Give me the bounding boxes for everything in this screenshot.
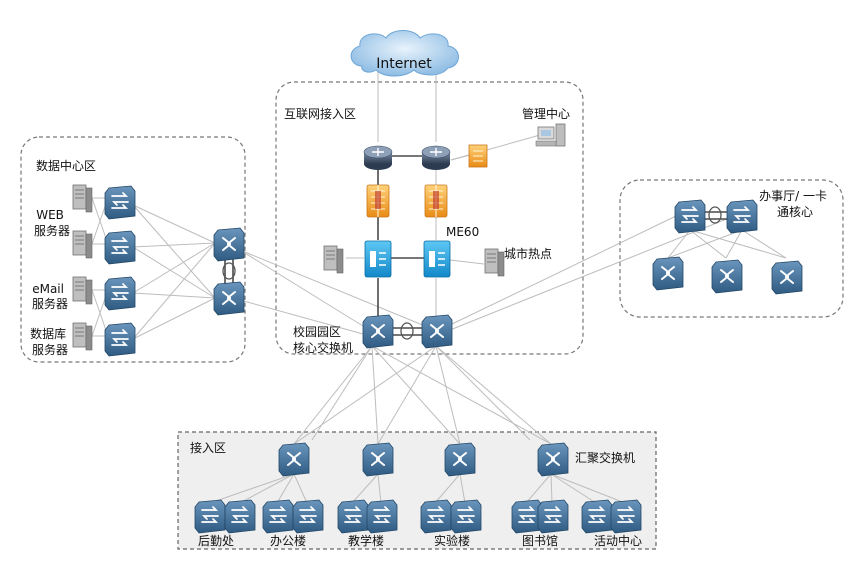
me60-icon [423, 240, 451, 278]
building-label: 办公楼 [270, 533, 306, 548]
city-hotspot-server-icon [484, 248, 505, 277]
access-switch-icon [224, 499, 256, 534]
building-label: 后勤处 [198, 534, 234, 548]
server-access-switch-icon [104, 230, 136, 265]
aggregation-switch-icon [444, 442, 476, 477]
aggregation-switch-icon [278, 442, 310, 477]
web-server-icon [72, 184, 93, 213]
log-server-icon [468, 144, 488, 168]
access-switch-icon [511, 499, 543, 534]
me60-icon [364, 240, 392, 278]
egress-router-icon [363, 145, 393, 171]
auth-server-icon [323, 245, 344, 274]
internet-access-zone [275, 81, 584, 355]
egress-router-icon [421, 145, 451, 171]
server-access-switch-icon [104, 276, 136, 311]
admin-access-switch-icon [711, 259, 743, 294]
access-zone-label: 接入区 [190, 440, 226, 455]
management-pc-icon [535, 123, 566, 147]
datacenter-core-switch-icon [213, 227, 245, 262]
aggregation-switch-icon [362, 442, 394, 477]
building-label: 实验楼 [434, 533, 470, 548]
email-server-label: eMail 服务器 [32, 282, 68, 311]
stack-link-icon [708, 206, 722, 224]
db-server-icon [72, 322, 93, 351]
aggregation-switch-icon [537, 442, 569, 477]
building-label: 图书馆 [522, 533, 558, 548]
core-switch-label: 校园园区 核心交换机 [293, 324, 353, 355]
core-switch-icon [362, 314, 394, 349]
server-access-switch-icon [104, 185, 136, 220]
firewall-icon [366, 184, 390, 218]
internet-label: Internet [376, 56, 432, 72]
aggregation-switch-label: 汇聚交换机 [575, 450, 635, 465]
connection-lines [91, 60, 787, 504]
access-switch-icon [262, 499, 294, 534]
admin-core-switch-icon [674, 199, 706, 234]
datacenter-core-switch-icon [213, 281, 245, 316]
access-switch-icon [537, 499, 569, 534]
admin-access-switch-icon [652, 256, 684, 291]
access-switch-icon [337, 499, 369, 534]
me60-label: ME60 [446, 225, 479, 239]
admin-hall-zone [619, 179, 844, 318]
core-switch-icon [421, 314, 453, 349]
access-switch-icon [450, 499, 482, 534]
firewall-icon [424, 184, 448, 218]
server-access-switch-icon [104, 322, 136, 357]
web-server-icon [72, 230, 93, 259]
access-switch-icon [194, 499, 226, 534]
access-switch-icon [292, 499, 324, 534]
admin-access-switch-icon [771, 260, 803, 295]
access-switch-icon [581, 499, 613, 534]
stack-link-icon [400, 322, 414, 340]
access-switch-icon [610, 499, 642, 534]
admin-core-switch-icon [726, 199, 758, 234]
city-hotspot-label: 城市热点 [504, 246, 552, 261]
internet-access-zone-label: 互联网接入区 [284, 106, 356, 121]
datacenter-zone [20, 136, 246, 363]
internet-cloud: Internet [350, 30, 459, 77]
web-server-label: WEB 服务器 [34, 208, 70, 238]
building-label: 教学楼 [348, 533, 384, 548]
admin-hall-zone-label: 办事厅/ 一卡 通核心 [759, 188, 831, 219]
access-switch-icon [366, 499, 398, 534]
management-label: 管理中心 [522, 106, 570, 121]
datacenter-zone-label: 数据中心区 [36, 158, 96, 173]
email-server-icon [72, 276, 93, 305]
db-server-label: 数据库 服务器 [30, 326, 70, 357]
building-label: 活动中心 [594, 533, 642, 548]
access-switch-icon [420, 499, 452, 534]
